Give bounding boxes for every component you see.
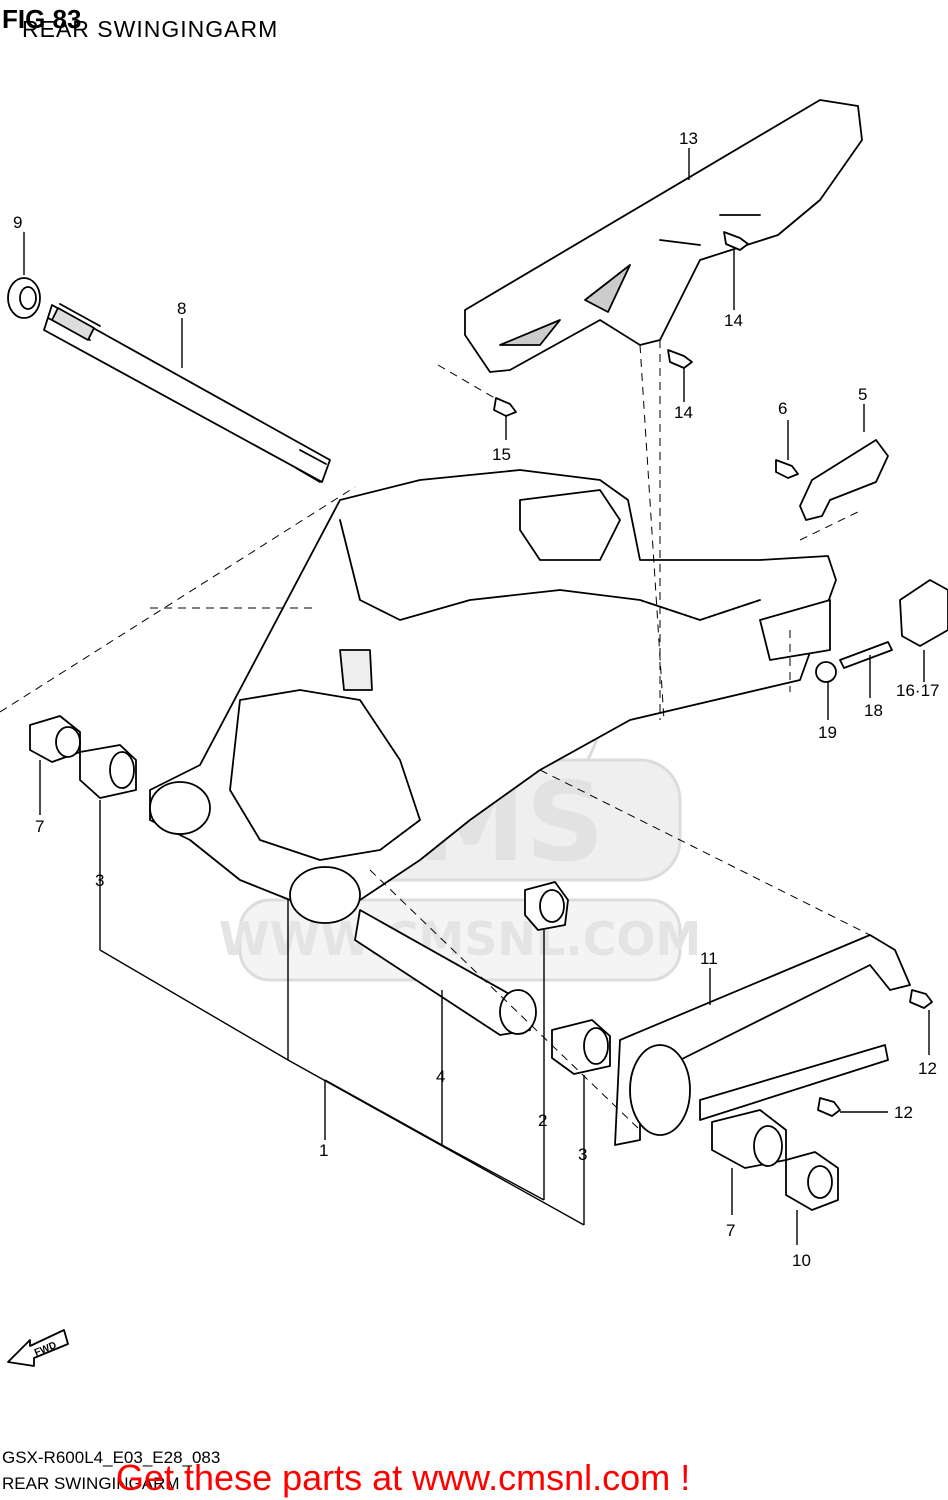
callout-19: 19 [818,723,837,742]
bolt-14-shapes [667,231,749,369]
callout-14-upper: 14 [724,311,743,330]
callout-7-left: 7 [35,817,44,836]
callout-15: 15 [492,445,511,464]
bearing-3-left-shape [79,744,137,799]
adjuster-16-17-shape [899,579,948,647]
callout-8: 8 [177,299,186,318]
chain-slider-11-shape [614,934,911,1146]
fwd-arrow-icon [7,1329,69,1367]
spacer-4-shape [354,909,537,1036]
footer-subtitle: REAR SWINGINGARM [2,1474,180,1493]
collar-7-left-shape [29,715,81,763]
callout-12-lower: 12 [894,1103,913,1122]
callout-5: 5 [858,385,867,404]
callout-1: 1 [319,1141,328,1160]
leader-lines [23,148,930,1245]
callout-3-right: 3 [578,1145,587,1164]
callout-11: 11 [700,949,718,968]
collar-7-right-shape [711,1109,787,1169]
callout-14-lower: 14 [674,403,693,422]
model-code: GSX-R600L4_E03_E28_083 [2,1448,221,1467]
callout-6: 6 [778,399,787,418]
clip-15-shape [493,397,517,417]
dashed-guides [0,340,871,1131]
bearing-2-shape [524,881,569,931]
promo-link[interactable]: Get these parts at www.cmsnl.com ! [116,1457,691,1498]
pivot-shaft-8-shape [43,303,331,483]
nut-9-shape [785,1151,839,1211]
figure-label: FIG 83 [2,4,82,34]
callout-10: 9 [13,213,22,232]
callout-3-left: 3 [95,871,104,890]
callout-2: 2 [538,1111,547,1130]
callout-12-upper: 12 [918,1059,937,1078]
nut-10-shape [7,277,41,319]
diagram-title: REAR SWINGINGARM [22,16,279,42]
watermark-url: WWW.CMSNL.COM [219,912,702,966]
callout-4: 4 [436,1067,445,1086]
swingarm-1-shape [149,469,837,924]
callout-16-17: 16·17 [896,681,939,700]
bracket-5-shape [799,439,889,521]
nut-19-shape [815,661,837,683]
bearing-3-right-shape [551,1019,611,1075]
chain-cover-13-shape [464,99,863,373]
screw-6-shape [775,459,799,479]
callout-9: 10 [792,1251,811,1270]
callout-7-right: 7 [726,1221,735,1240]
adjuster-bolt-18-shape [839,641,893,669]
callouts: 9 8 13 14 14 15 6 5 16·17 18 19 7 3 4 1 … [13,129,939,1270]
callout-18: 18 [864,701,883,720]
bolt-12-shapes [817,989,933,1117]
callout-13: 13 [679,129,698,148]
